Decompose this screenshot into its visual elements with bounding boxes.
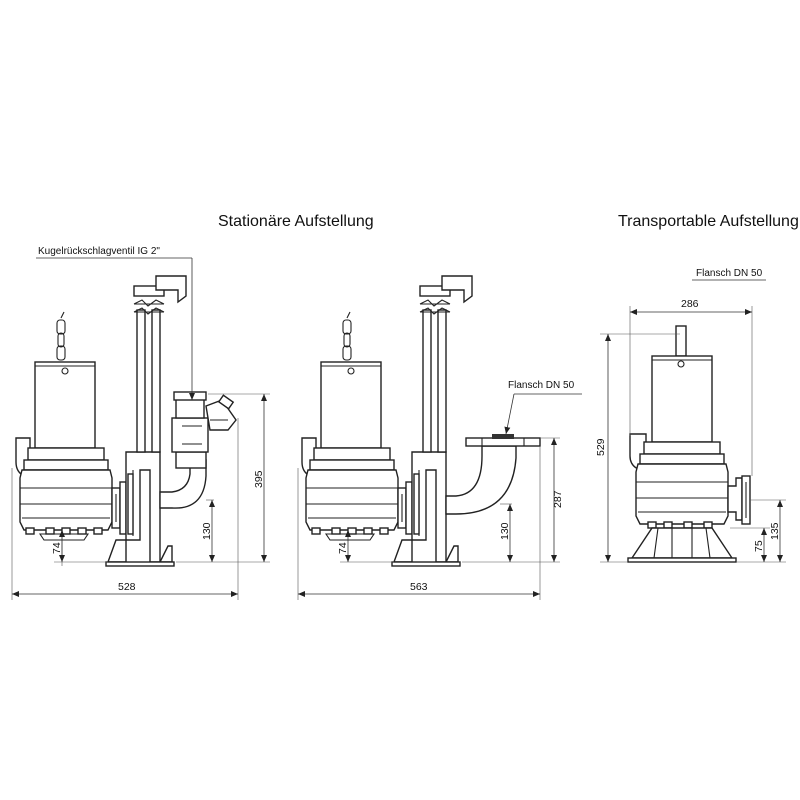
dim-left-height-base: 74 — [51, 542, 63, 554]
label-flange-middle: Flansch DN 50 — [508, 380, 575, 391]
dim-right-height-total: 529 — [595, 438, 607, 456]
dim-left-height-outlet: 130 — [201, 522, 213, 540]
pump-body-left — [15, 311, 127, 541]
dims-left — [11, 393, 270, 600]
dim-right-width: 286 — [681, 298, 699, 310]
dim-right-height-feet: 75 — [753, 540, 765, 552]
check-valve-leader — [36, 257, 195, 400]
check-valve — [159, 391, 237, 509]
dims-right — [600, 306, 786, 563]
dim-left-height-valve: 395 — [253, 470, 265, 488]
label-flange-right: Flansch DN 50 — [696, 268, 763, 279]
title-stationary: Stationäre Aufstellung — [218, 213, 374, 230]
dim-right-height-outlet: 135 — [769, 522, 781, 540]
dim-middle-width: 563 — [410, 581, 428, 593]
dim-left-width: 528 — [118, 581, 136, 593]
dim-middle-height-flange: 287 — [552, 490, 564, 508]
dim-middle-height-base: 74 — [337, 542, 349, 554]
label-check-valve: Kugelrückschlagventil IG 2" — [38, 246, 160, 257]
pump-body-middle — [301, 311, 413, 541]
title-transportable: Transportable Aufstellung — [618, 213, 799, 230]
view-stationary-flange — [301, 275, 582, 567]
flange-bend — [445, 434, 541, 515]
dims-middle — [297, 437, 560, 600]
dim-middle-height-outlet: 130 — [499, 522, 511, 540]
view-transportable — [627, 279, 766, 563]
view-stationary-valve: Kugelrückschlagventil IG 2" 528 395 130 … — [11, 246, 270, 600]
